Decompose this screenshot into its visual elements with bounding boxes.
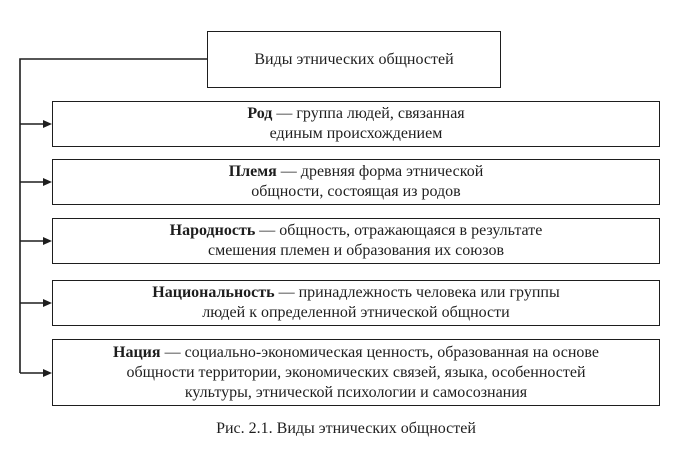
definition-line: — древняя форма этнической	[276, 163, 484, 180]
definition-line: — принадлежность человека или группы	[274, 284, 560, 301]
ethnic-type-box-narodnost: Народность — общность, отражающаяся в ре…	[52, 218, 660, 264]
figure-caption: Рис. 2.1. Виды этнических общностей	[216, 420, 476, 437]
definition-line: смешения племен и образования их союзов	[207, 242, 504, 259]
definition-line: людей к определенной этнической общности	[202, 304, 510, 321]
arrowhead-2	[43, 178, 52, 186]
definition-line: общности, состоящая из родов	[251, 183, 461, 200]
term-natsionalnost: Национальность	[152, 284, 275, 301]
ethnic-type-box-plemya: Племя — древняя форма этнической общност…	[52, 159, 660, 205]
ethnic-type-box-rod: Род — группа людей, связанная единым про…	[52, 101, 660, 147]
definition-line: культуры, этнической психологии и самосо…	[184, 383, 528, 401]
diagram-title: Виды этнических общностей	[254, 50, 454, 68]
arrowhead-3	[43, 237, 52, 245]
arrowhead-1	[43, 120, 52, 128]
ethnic-type-box-natsionalnost: Национальность — принадлежность человека…	[52, 280, 660, 326]
definition-line: общности территории, экономических связе…	[126, 363, 586, 381]
term-plemya: Племя	[228, 163, 277, 180]
term-rod: Род	[247, 105, 273, 122]
ethnic-type-box-natsiya: Нация — социально-экономическая ценность…	[52, 339, 660, 406]
connector-trunk	[19, 58, 207, 373]
definition-line: — группа людей, связанная	[272, 105, 465, 122]
term-natsiya: Нация	[113, 343, 161, 361]
definition-line: — социально-экономическая ценность, обра…	[160, 343, 599, 361]
arrowhead-4	[43, 299, 52, 307]
definition-line: единым происхождением	[269, 125, 443, 142]
arrowhead-5	[43, 369, 52, 377]
term-narodnost: Народность	[169, 222, 256, 239]
diagram-title-box: Виды этнических общностей	[207, 31, 501, 88]
definition-line: — общность, отражающаяся в результате	[255, 222, 543, 239]
